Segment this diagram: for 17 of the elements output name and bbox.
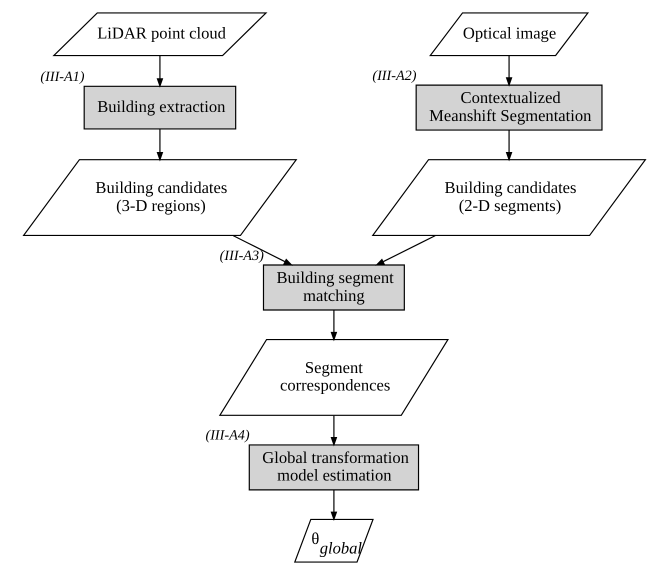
- arrow: [156, 56, 163, 88]
- arrow: [330, 310, 337, 342]
- arrow: [505, 56, 512, 87]
- node-label: (III-A1): [40, 69, 84, 86]
- node-box: Building extraction: [83, 86, 236, 130]
- arrow: [374, 235, 436, 266]
- node-box: Building segment matching: [262, 264, 404, 311]
- arrow: [330, 416, 337, 447]
- arrow: [330, 490, 337, 522]
- node-label: (III-A3): [219, 248, 264, 264]
- node-label: (III-A2): [372, 68, 416, 84]
- arrow: [505, 130, 512, 162]
- arrow: [156, 129, 163, 162]
- arrow: [232, 235, 293, 266]
- node-label: (III-A4): [204, 428, 250, 444]
- node-box: Contextualized Meanshift Segmentation: [415, 84, 602, 131]
- node-box: Global transformation model estimation: [248, 444, 419, 490]
